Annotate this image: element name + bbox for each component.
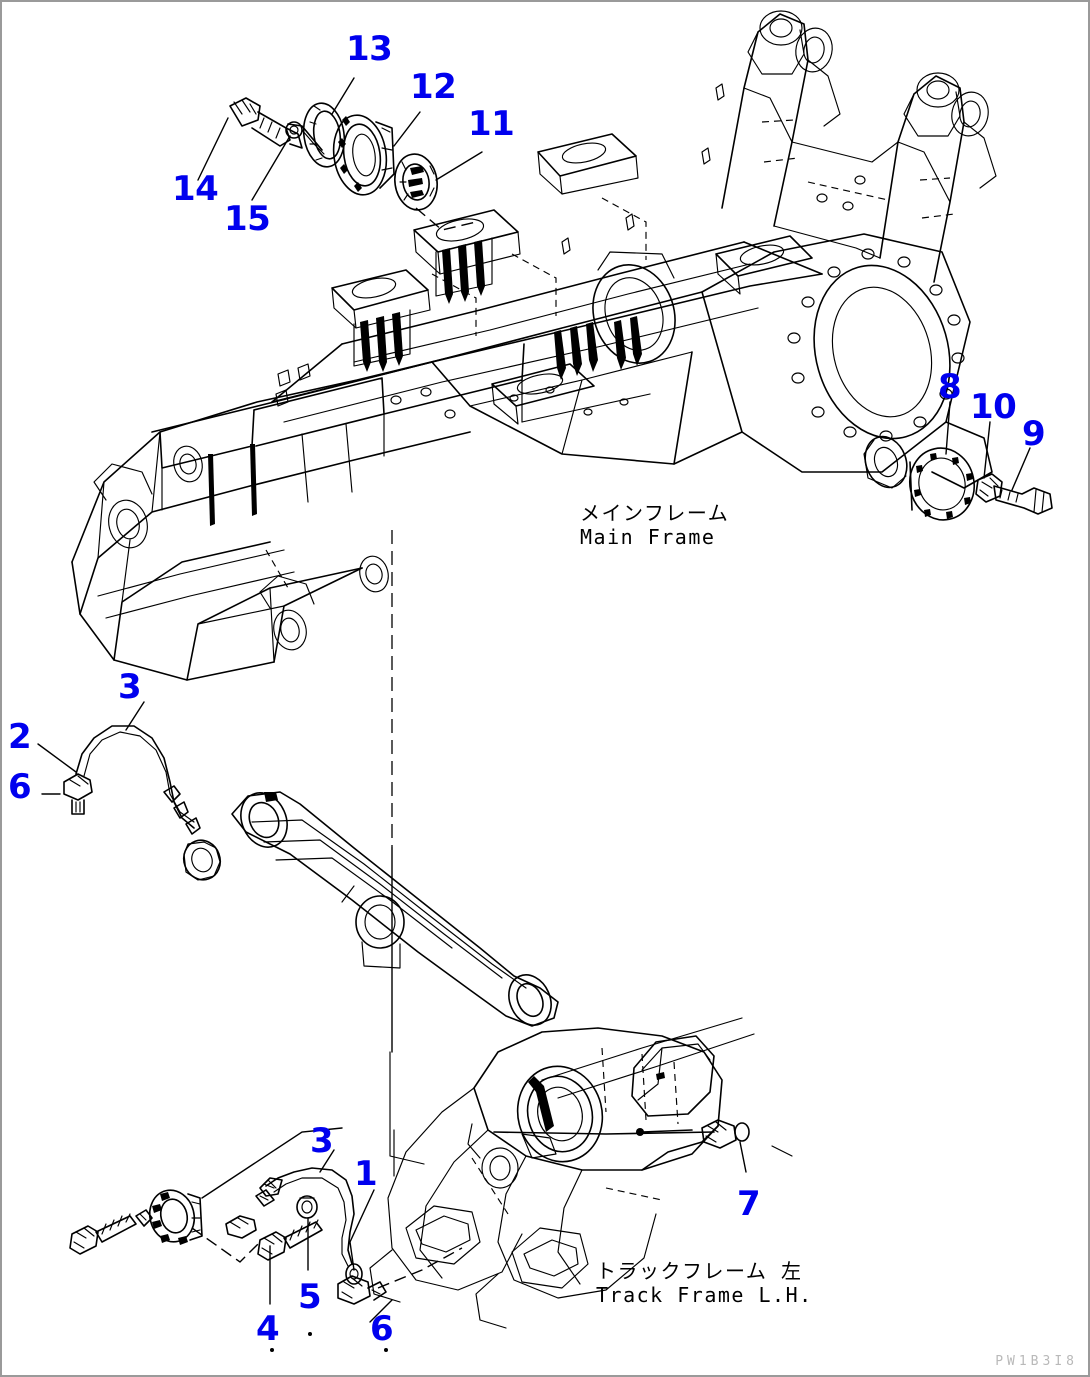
main-frame-gusset-mid [554,322,598,380]
main-frame-label: メインフレーム Main Frame [580,501,730,549]
loader-arm-mount-left [721,10,841,227]
leader-11 [435,151,483,181]
clamp-piece-bottom [225,1215,257,1239]
main-frame-gusset-front [353,309,411,372]
part-2-grease-fitting [63,773,93,815]
leader-6-to-frame [377,1247,463,1289]
leader-2 [37,743,77,773]
loader-arm-mount-right [879,72,997,283]
part-12-bearing-cage [332,114,395,196]
equalizer-bar [231,791,559,1027]
part-9-bolt [993,485,1053,515]
main-frame-front-box [71,351,473,681]
axle-flange-bolt-circle [787,248,965,442]
leader-3-upper [125,701,145,731]
leader-10 [983,421,991,479]
leader-hub-to-bolt [191,1227,261,1263]
left-axle-housing [173,445,389,593]
main-frame-left-rail [151,291,703,526]
callout-14[interactable]: 14 [172,169,219,209]
leader-9 [1011,447,1031,491]
callout-3-lower[interactable]: 3 [310,1121,334,1161]
callout-9[interactable]: 9 [1022,414,1046,454]
callout-6-upper[interactable]: 6 [8,767,32,807]
main-frame-rear-deck [431,351,743,465]
callout-5[interactable]: 5 [298,1277,322,1317]
main-frame-deck [271,241,823,423]
track-frame-lh [369,1017,755,1329]
part-11-pivot-cap [394,153,438,211]
callout-15[interactable]: 15 [224,199,271,239]
part-6-grease-fitting-lower [337,1275,387,1305]
leader-13 [331,77,355,115]
callout-1[interactable]: 1 [354,1154,378,1194]
main-frame-side-details [275,83,725,419]
callout-4[interactable]: 4 [256,1309,280,1349]
callout-3-upper[interactable]: 3 [118,667,142,707]
bearing-hub-flange [148,1189,203,1245]
part-5-lock-ring [296,1195,318,1219]
rear-axle-housing [701,233,993,489]
part-4-bolt-left [69,1213,137,1255]
callout-2[interactable]: 2 [8,717,32,757]
leader-6-lower [369,1299,393,1323]
leader-7 [739,1141,747,1173]
callout-13[interactable]: 13 [346,29,393,69]
callout-11[interactable]: 11 [468,104,515,144]
part-8-cover-plate [909,447,975,521]
leader-15 [251,135,291,201]
callout-6-lower[interactable]: 6 [370,1309,394,1349]
callout-8[interactable]: 8 [938,367,962,407]
leader-11-to-frame [415,207,477,231]
part-14-bolt [229,97,303,149]
leader-3-lower [201,1127,343,1199]
part-7-grease-fitting [636,1119,750,1149]
section-bracket-left [389,1051,425,1165]
main-frame-gusset-right [614,316,642,370]
section-bracket-right [771,1145,793,1157]
part-5-bolt [257,1219,323,1261]
drawing-corner-code: PW1B3I8 [995,1354,1078,1369]
callout-10[interactable]: 10 [970,387,1017,427]
callout-12[interactable]: 12 [410,67,457,107]
leader-3-lower-tick [319,1149,335,1173]
main-frame-pivot-bore [592,251,676,364]
leader-8 [945,401,951,455]
part-13-seal-ring [302,102,346,168]
main-frame-gusset-rear [435,237,493,304]
tower-web [773,141,899,259]
callout-7[interactable]: 7 [737,1184,761,1224]
leader-12 [393,111,421,147]
part-3-grease-hose-upper [75,725,222,881]
main-frame-assembly [71,10,997,681]
deck-mount-pad-4 [537,133,639,195]
track-frame-label: トラックフレーム 左 Track Frame L.H. [596,1259,813,1307]
leader-1 [349,1189,375,1271]
deck-mount-pad-3 [491,363,595,425]
part-4-washer [135,1209,153,1227]
leader-14 [197,117,229,181]
part-3-grease-hose-lower [255,1167,363,1285]
